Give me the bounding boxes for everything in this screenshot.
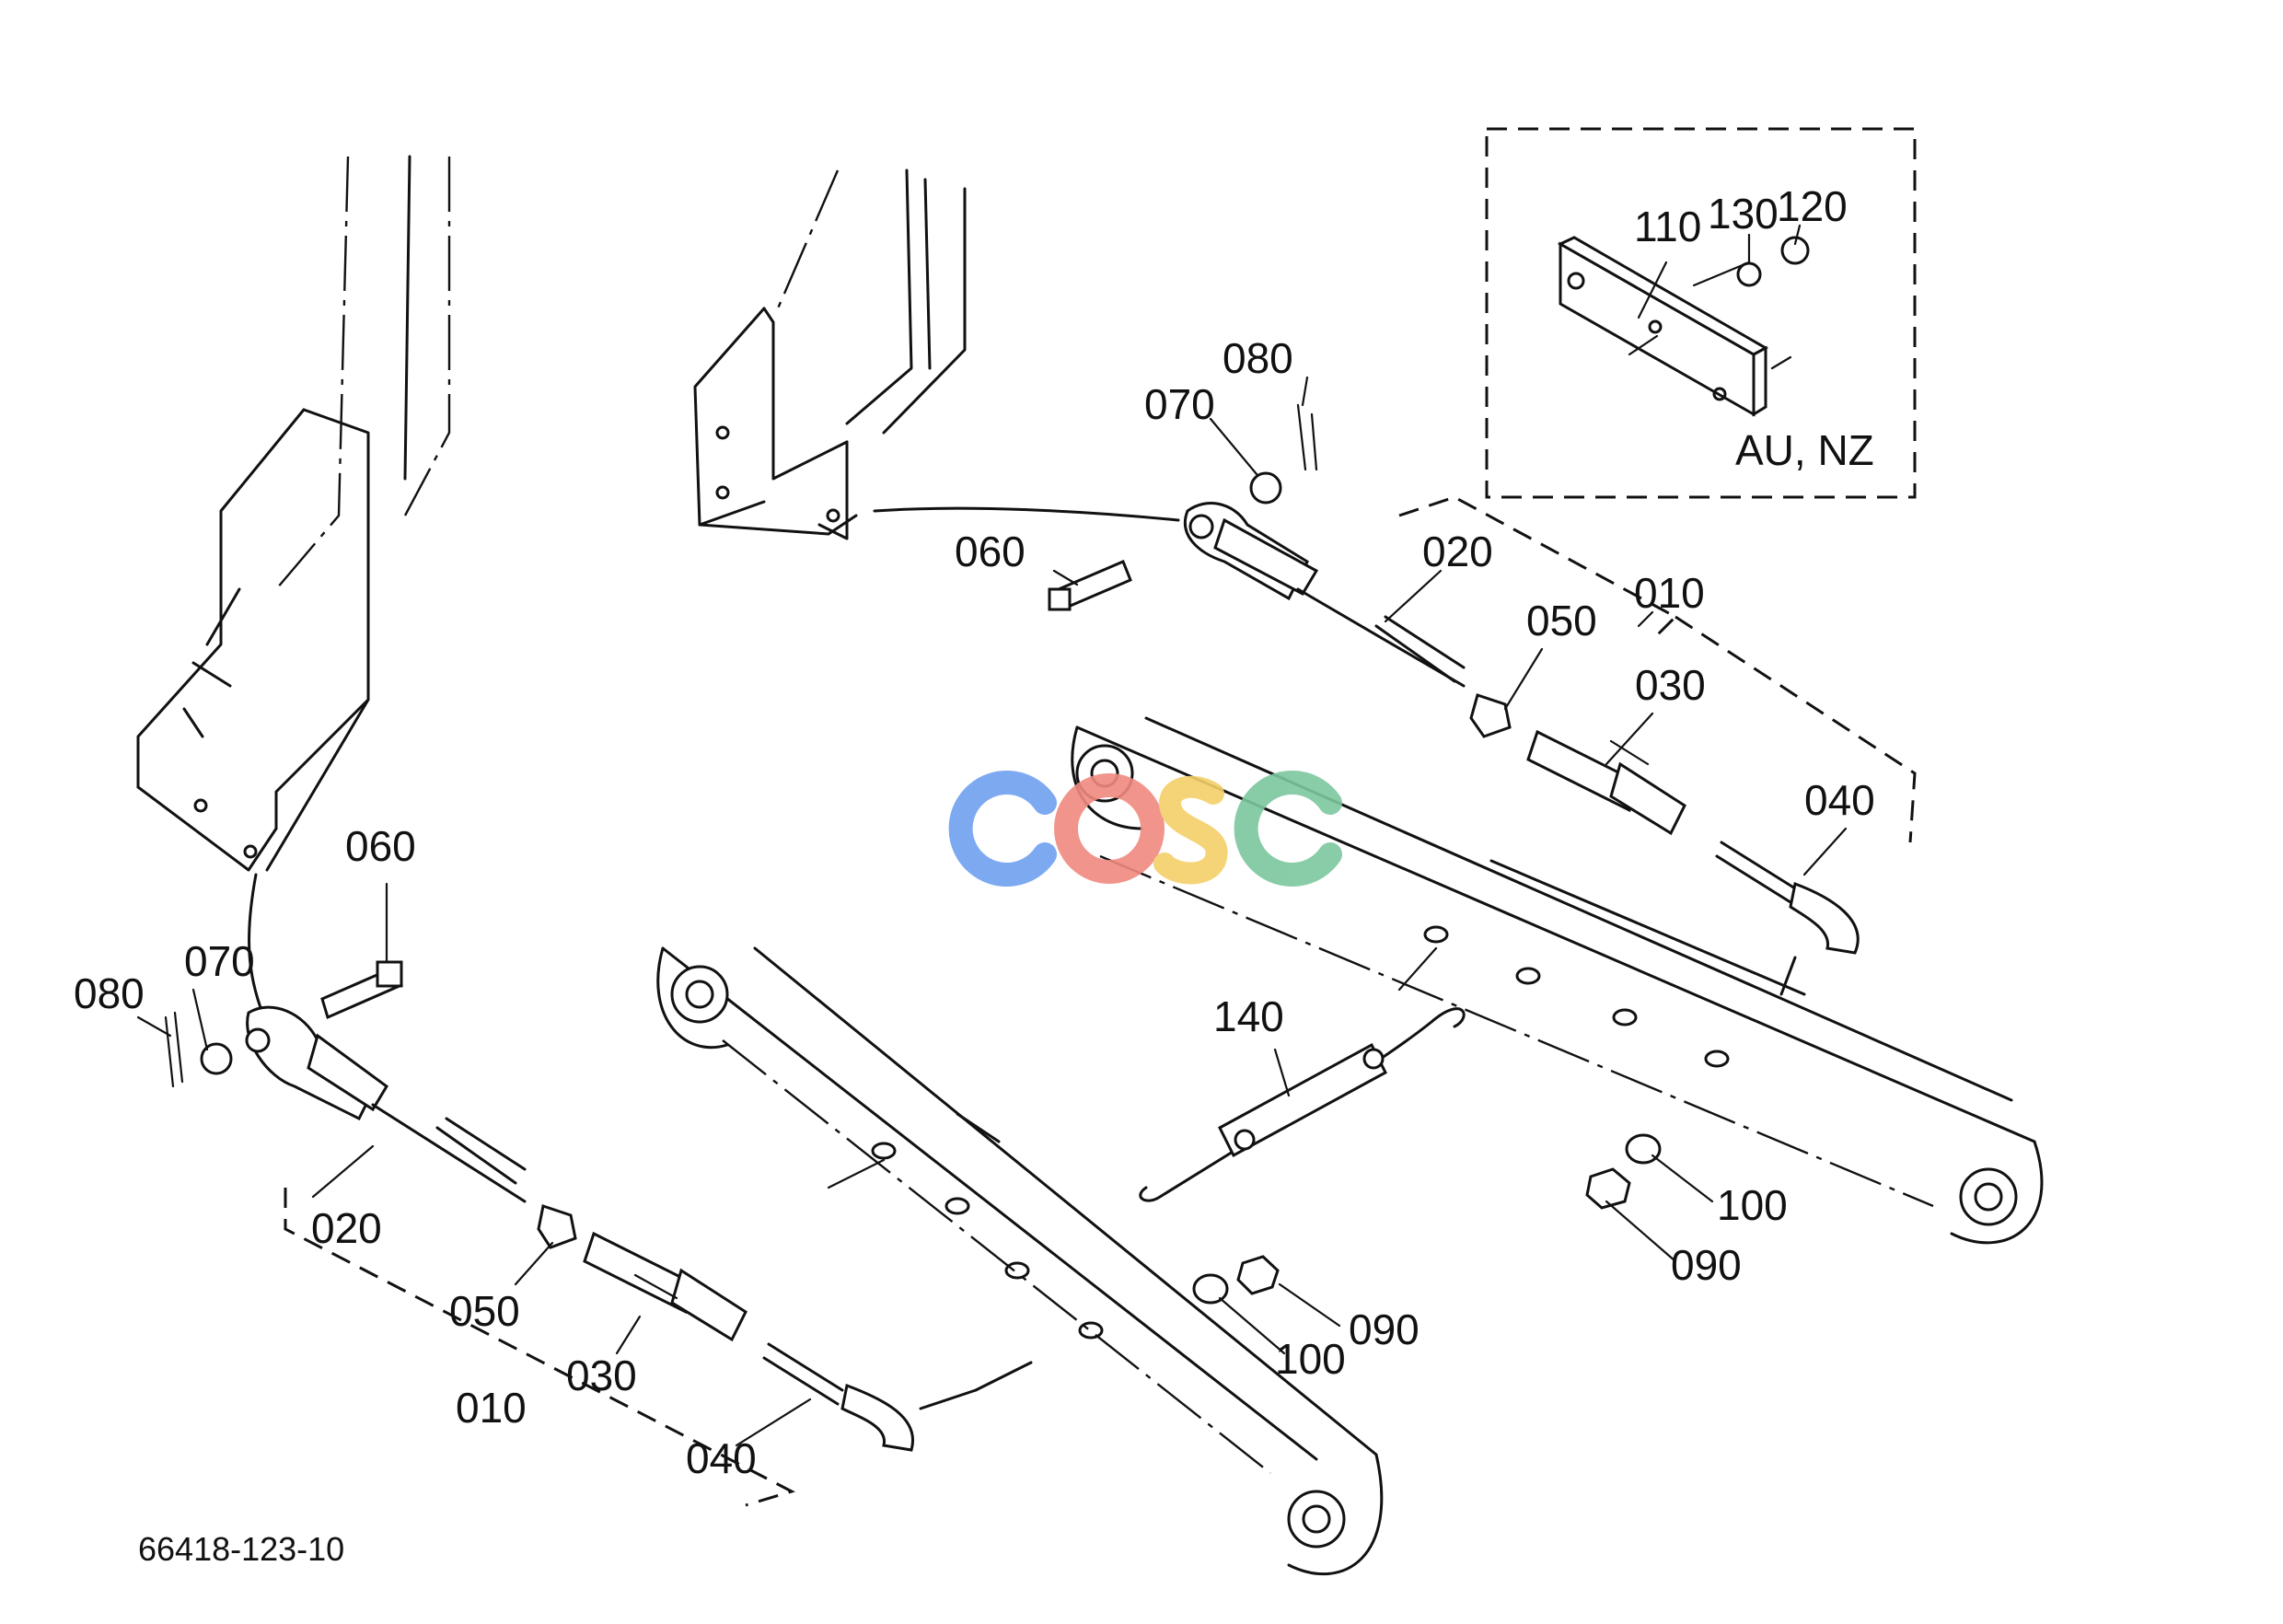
- inset-box: [1485, 127, 1917, 499]
- top-lift-rod-assembly: [1048, 403, 1917, 996]
- callout-050-top: 050: [1526, 597, 1597, 644]
- callout-080-top: 080: [1223, 334, 1293, 382]
- spring-140: [1139, 1007, 1466, 1202]
- callout-060-left: 060: [345, 822, 416, 870]
- left-lift-rod-assembly: [164, 960, 1033, 1507]
- drawing-number: 66418-123-10: [138, 1530, 344, 1568]
- left-frame-bracket: [136, 155, 451, 1015]
- callout-020-top: 020: [1422, 528, 1493, 575]
- callout-010-top: 010: [1634, 569, 1705, 617]
- callout-070-left: 070: [184, 937, 255, 985]
- callout-120: 120: [1777, 182, 1848, 230]
- callout-010-left: 010: [456, 1384, 527, 1432]
- left-lower-link: [656, 946, 1384, 1575]
- callout-060-top: 060: [955, 528, 1026, 575]
- watermark-logo: cesc: [948, 771, 1342, 887]
- leader-lines: [136, 224, 1848, 1447]
- callout-020-left: 020: [311, 1204, 382, 1252]
- logo-letter-s: [1153, 775, 1228, 885]
- callout-090-right: 090: [1671, 1241, 1742, 1289]
- callout-040-top: 040: [1804, 776, 1875, 824]
- callout-100-lower: 100: [1275, 1335, 1346, 1383]
- callout-040-left: 040: [686, 1434, 757, 1482]
- callout-070-top: 070: [1144, 380, 1215, 428]
- region-note: AU, NZ: [1735, 426, 1874, 474]
- nut-washer-lower: [1192, 1255, 1280, 1305]
- callout-080-left: 080: [74, 969, 145, 1017]
- callout-030-left: 030: [566, 1351, 637, 1399]
- callout-090-lower: 090: [1349, 1305, 1420, 1353]
- callout-030-top: 030: [1635, 661, 1706, 709]
- callout-050-left: 050: [449, 1287, 520, 1335]
- top-frame-bracket: [693, 168, 1180, 540]
- nut-washer-right: [1585, 1133, 1662, 1210]
- callout-110: 110: [1634, 203, 1701, 250]
- logo-letter-c1: [948, 771, 1057, 887]
- callout-130: 130: [1708, 190, 1779, 238]
- logo-letter-c2: [1234, 771, 1342, 887]
- logo-letter-e: [1054, 773, 1165, 884]
- callout-100-right: 100: [1717, 1181, 1788, 1229]
- callout-140: 140: [1213, 992, 1284, 1040]
